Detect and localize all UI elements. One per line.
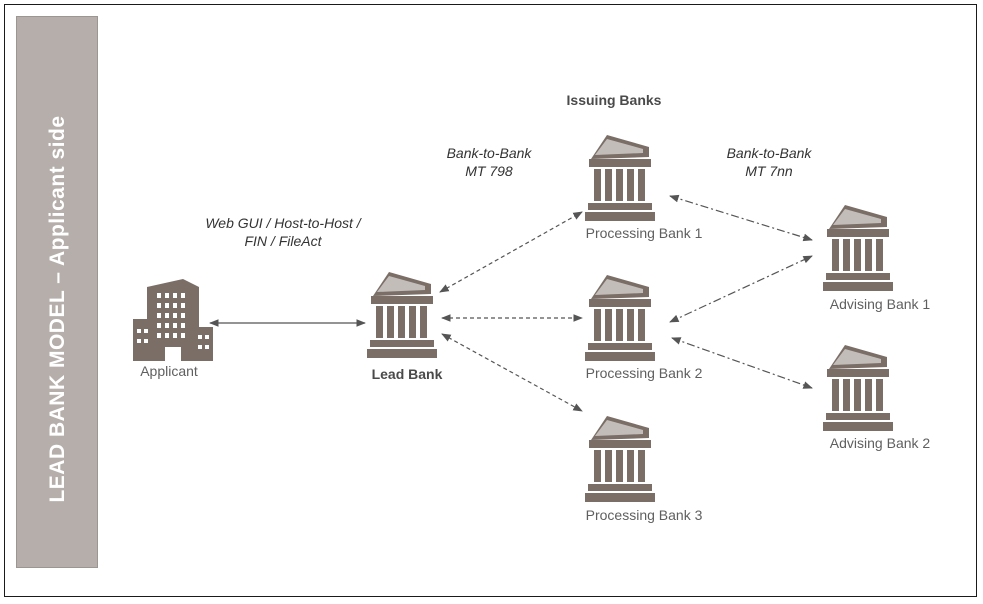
advising-bank-2-building-icon xyxy=(823,345,893,431)
processing-bank-2-building-icon xyxy=(585,275,655,361)
advising-channel-line-2: MT 7nn xyxy=(745,163,793,179)
advising-bank-1-label: Advising Bank 1 xyxy=(829,296,931,312)
lead-bank-label: Lead Bank xyxy=(371,366,443,382)
advising-channel-label: Bank-to-Bank MT 7nn xyxy=(727,144,812,180)
applicant-office-building-icon xyxy=(133,279,213,361)
issuing-channel-line-2: MT 798 xyxy=(465,163,513,179)
diagram-frame xyxy=(4,4,977,597)
processing-bank-2-label: Processing Bank 2 xyxy=(585,365,703,381)
connector-pb2-ab2 xyxy=(671,337,813,389)
connector-lead-pb1 xyxy=(439,211,583,293)
processing-bank-3-building-icon xyxy=(585,416,655,502)
issuing-channel-label: Bank-to-Bank MT 798 xyxy=(447,144,532,180)
connector-pb2-ab1 xyxy=(669,255,813,323)
connector-lead-pb3 xyxy=(441,333,583,412)
issuing-channel-line-1: Bank-to-Bank xyxy=(446,145,532,161)
applicant-label: Applicant xyxy=(140,363,198,379)
connector-pb1-ab1 xyxy=(669,194,813,242)
advising-bank-2-label: Advising Bank 2 xyxy=(829,435,931,451)
issuing-banks-heading: Issuing Banks xyxy=(566,92,662,108)
advising-bank-1-building-icon xyxy=(823,205,893,291)
sidebar-banner: LEAD BANK MODEL – Applicant side xyxy=(16,16,98,568)
applicant-channel-line-2: FIN / FileAct xyxy=(244,233,322,249)
advising-channel-line-1: Bank-to-Bank xyxy=(726,145,812,161)
processing-bank-1-label: Processing Bank 1 xyxy=(585,225,703,241)
processing-bank-1-building-icon xyxy=(585,135,655,221)
lead-bank-building-icon xyxy=(367,272,437,358)
applicant-channel-label: Web GUI / Host-to-Host / FIN / FileAct xyxy=(205,214,360,250)
applicant-channel-line-1: Web GUI / Host-to-Host / xyxy=(205,215,361,231)
processing-bank-3-label: Processing Bank 3 xyxy=(585,507,703,523)
